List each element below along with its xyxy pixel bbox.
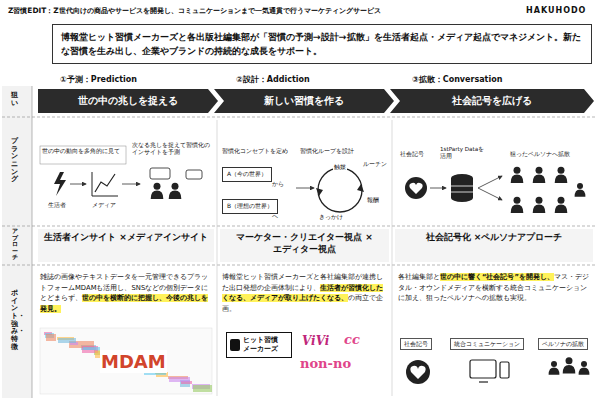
approach-text: 社会記号化 ×ペルソナアプローチ: [395, 232, 593, 244]
step-note: 次なる兆しを捉えて習慣化のインサイトを予測: [132, 142, 212, 157]
world-box: A（今の世界）: [222, 167, 272, 182]
logo-text: non-no: [300, 356, 351, 373]
icon-caption: 社会記号: [400, 338, 432, 350]
icon-caption: 統合コミュニケーション: [450, 338, 524, 350]
point-text: 各社編集部と: [398, 273, 440, 281]
row-label: ポイント・強み・特徴: [11, 290, 18, 352]
node-text: B（理想の世界）: [227, 202, 273, 209]
loop-label: ルーチン: [362, 160, 388, 168]
point-text: 雑誌の画像やテキストデータを一元管理できるプラットフォームMDAMも活用し、SN…: [40, 272, 212, 314]
connector-word: から: [272, 180, 284, 188]
step-note: 社会記号: [400, 150, 424, 158]
world-box: B（理想の世界）: [222, 199, 278, 214]
row-label: アプローチ: [12, 228, 18, 261]
title: Z習慣EDIT：Z世代向けの商品やサービスを開発し、コミュニケーションまで一気通…: [8, 6, 508, 16]
step-heading: ③拡散：Conversation: [412, 75, 502, 85]
icon-caption: メディア: [92, 201, 116, 209]
icon-caption: 生活者: [48, 201, 66, 209]
icon-caption: ペルソナの拡散: [538, 338, 588, 350]
loop-label: 報酬: [366, 196, 380, 204]
connector-word: へ: [272, 212, 278, 220]
node-text: 世の中の兆しを捉える: [78, 95, 178, 108]
step-note: 世の中の動向を多角的に見て: [42, 148, 124, 155]
node-text: A（今の世界）: [227, 170, 267, 177]
step-note: 習慣化ループを設計: [300, 148, 370, 155]
logo-box: ヒット習慣 メーカーズ: [226, 332, 292, 358]
point-highlight: 世の中に響く“社会記号”を開発し、: [440, 273, 554, 281]
step-note: 狙ったペルソナへ拡散: [510, 150, 570, 158]
summary-box: 博報堂ヒット習慣メーカーズと各出版社編集部が「習慣の予測→設計→拡散」を生活者起…: [52, 24, 592, 64]
step-heading: ②設計：Addiction: [236, 75, 310, 85]
approach-text: マーケター・クリエイター視点 ×エディター視点: [220, 232, 389, 255]
step-heading: ①予測：Prediction: [60, 75, 137, 85]
aim-banner: 世の中の兆しを捉える: [38, 89, 218, 113]
point-text: 博報堂ヒット習慣メーカーズと各社編集部が連携した出口発想の企画体制により、生活者…: [222, 272, 388, 314]
node-text: 博報堂ヒット習慣メーカーズと各出版社編集部が「習慣の予測→設計→拡散」を生活者起…: [61, 31, 581, 56]
point-text: 各社編集部と世の中に響く“社会記号”を開発し、マス・デジタル・オウンドメディアを…: [398, 272, 590, 304]
row-label: プランニング: [11, 138, 18, 184]
loop-label: 触媒: [333, 163, 347, 171]
step-note: 習慣化コンセプトを定め: [222, 148, 292, 155]
logo-badge: [230, 339, 240, 351]
node-text: ヒット習慣 メーカーズ: [243, 336, 278, 353]
logo-text: MDAM: [100, 350, 167, 373]
row-label: 狙い: [11, 92, 18, 107]
step-note: 1stParty Dataを活用: [440, 146, 490, 161]
loop-label: きっかけ: [318, 213, 344, 221]
brand-name: HAKUHODO: [526, 6, 586, 16]
aim-banner: 社会記号を広げる: [390, 89, 594, 113]
aim-banner: 新しい習慣を作る: [214, 89, 394, 113]
approach-text: 生活者インサイト ×メディアインサイト: [38, 232, 214, 244]
node-text: 新しい習慣を作る: [264, 95, 344, 108]
logo-text: ViVi: [302, 334, 329, 350]
logo-text: cc: [344, 332, 360, 349]
node-text: 社会記号を広げる: [452, 95, 532, 108]
